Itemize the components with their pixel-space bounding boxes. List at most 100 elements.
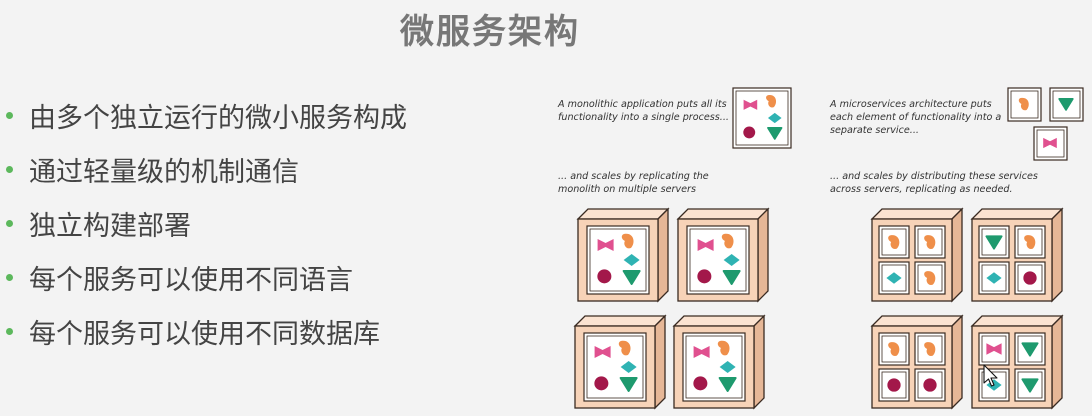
process-inner-border: [1010, 90, 1039, 119]
mouse-cursor-icon: [983, 364, 998, 387]
process-inner-border: [1036, 129, 1065, 158]
process-box: [878, 261, 910, 295]
maroon-circle-shape: [693, 376, 708, 391]
orange-blob-shape: [1024, 235, 1036, 250]
server-top: [870, 315, 964, 327]
orange-blob-shape: [888, 342, 900, 357]
server-box: [672, 314, 766, 410]
green-triangle-shape: [718, 377, 737, 392]
teal-diamond-shape: [719, 361, 736, 373]
server-top: [672, 315, 766, 327]
process-box: [686, 225, 750, 295]
server-box: [676, 207, 770, 303]
process-inner-border: [1017, 228, 1043, 256]
server-top: [576, 208, 670, 220]
process-inner-border: [917, 335, 943, 363]
process-inner-border: [685, 335, 743, 399]
server-box: [870, 207, 964, 303]
process-box: [682, 332, 746, 402]
maroon-circle-shape: [923, 378, 937, 392]
bullet-dot: [6, 327, 13, 335]
process-inner-border: [981, 264, 1007, 292]
server-box: [970, 207, 1064, 303]
teal-diamond-shape: [986, 272, 1002, 284]
green-triangle-shape: [1058, 98, 1074, 111]
process-box: [878, 225, 910, 259]
slide-title: 微服务架构: [400, 12, 580, 52]
bullet-dot: [6, 111, 13, 119]
bullet-dot: [6, 219, 13, 227]
orange-blob-shape: [766, 95, 777, 108]
teal-diamond-shape: [723, 254, 740, 266]
maroon-circle-shape: [597, 269, 612, 284]
maroon-circle-shape: [594, 376, 609, 391]
bullet-item: 独立构建部署: [6, 196, 407, 250]
orange-blob-shape: [618, 340, 631, 356]
pink-bow-shape: [594, 346, 611, 359]
server-box: [970, 314, 1064, 410]
process-inner-border: [881, 371, 907, 399]
server-side: [654, 314, 666, 410]
server-side: [951, 314, 963, 410]
orange-blob-shape: [717, 340, 730, 356]
process-inner-border: [917, 371, 943, 399]
server-top: [573, 315, 667, 327]
bullet-item: 每个服务可以使用不同语言: [6, 250, 407, 304]
orange-blob-shape: [721, 233, 734, 249]
orange-blob-shape: [888, 235, 900, 250]
server-top: [676, 208, 770, 220]
orange-blob-shape: [924, 342, 936, 357]
maroon-circle-shape: [887, 378, 901, 392]
process-inner-border: [589, 228, 647, 292]
server-box: [573, 314, 667, 410]
bullet-item: 通过轻量级的机制通信: [6, 142, 407, 196]
orange-blob-shape: [924, 271, 936, 286]
process-inner-border: [981, 371, 1007, 399]
green-triangle-shape: [1021, 378, 1039, 393]
server-side: [657, 207, 669, 303]
green-triangle-shape: [619, 377, 638, 392]
server-top: [970, 315, 1064, 327]
orange-blob-shape: [1018, 97, 1029, 111]
green-triangle-shape: [1021, 342, 1039, 357]
server-top: [970, 208, 1064, 220]
process-inner-border: [1052, 90, 1081, 119]
teal-diamond-shape: [620, 361, 637, 373]
bullet-dot: [6, 273, 13, 281]
monolith-caption: A monolithic application puts all its fu…: [558, 99, 729, 123]
bullet-item: 每个服务可以使用不同数据库: [6, 304, 407, 358]
maroon-circle-shape: [743, 126, 756, 139]
bullet-dot: [6, 165, 13, 173]
microservice-set: [1007, 87, 1084, 161]
green-triangle-shape: [985, 235, 1003, 250]
server-box: [576, 207, 670, 303]
process-inner-border: [735, 90, 789, 146]
maroon-circle-shape: [1023, 271, 1037, 285]
process-box: [732, 87, 792, 149]
process-inner-border: [981, 335, 1007, 363]
bullet-list: 由多个独立运行的微小服务构成 通过轻量级的机制通信 独立构建部署 每个服务可以使…: [6, 88, 407, 358]
microservices-scale-caption: ... and scales by distributing these ser…: [830, 171, 1038, 195]
pink-bow-shape: [743, 99, 758, 110]
pink-bow-shape: [693, 346, 710, 359]
process-inner-border: [881, 228, 907, 256]
server-box: [870, 314, 964, 410]
teal-diamond-shape: [623, 254, 640, 266]
teal-diamond-shape: [886, 272, 902, 284]
process-inner-border: [586, 335, 644, 399]
green-triangle-shape: [722, 270, 741, 285]
process-inner-border: [917, 264, 943, 292]
server-side: [757, 207, 769, 303]
green-triangle-shape: [622, 270, 641, 285]
server-top: [870, 208, 964, 220]
orange-blob-shape: [924, 235, 936, 250]
process-inner-border: [917, 228, 943, 256]
process-inner-border: [1017, 335, 1043, 363]
pink-bow-shape: [697, 239, 714, 252]
pink-bow-shape: [1043, 137, 1057, 149]
pink-bow-shape: [986, 343, 1002, 355]
orange-blob-shape: [621, 233, 634, 249]
monolith-process: [732, 87, 792, 149]
